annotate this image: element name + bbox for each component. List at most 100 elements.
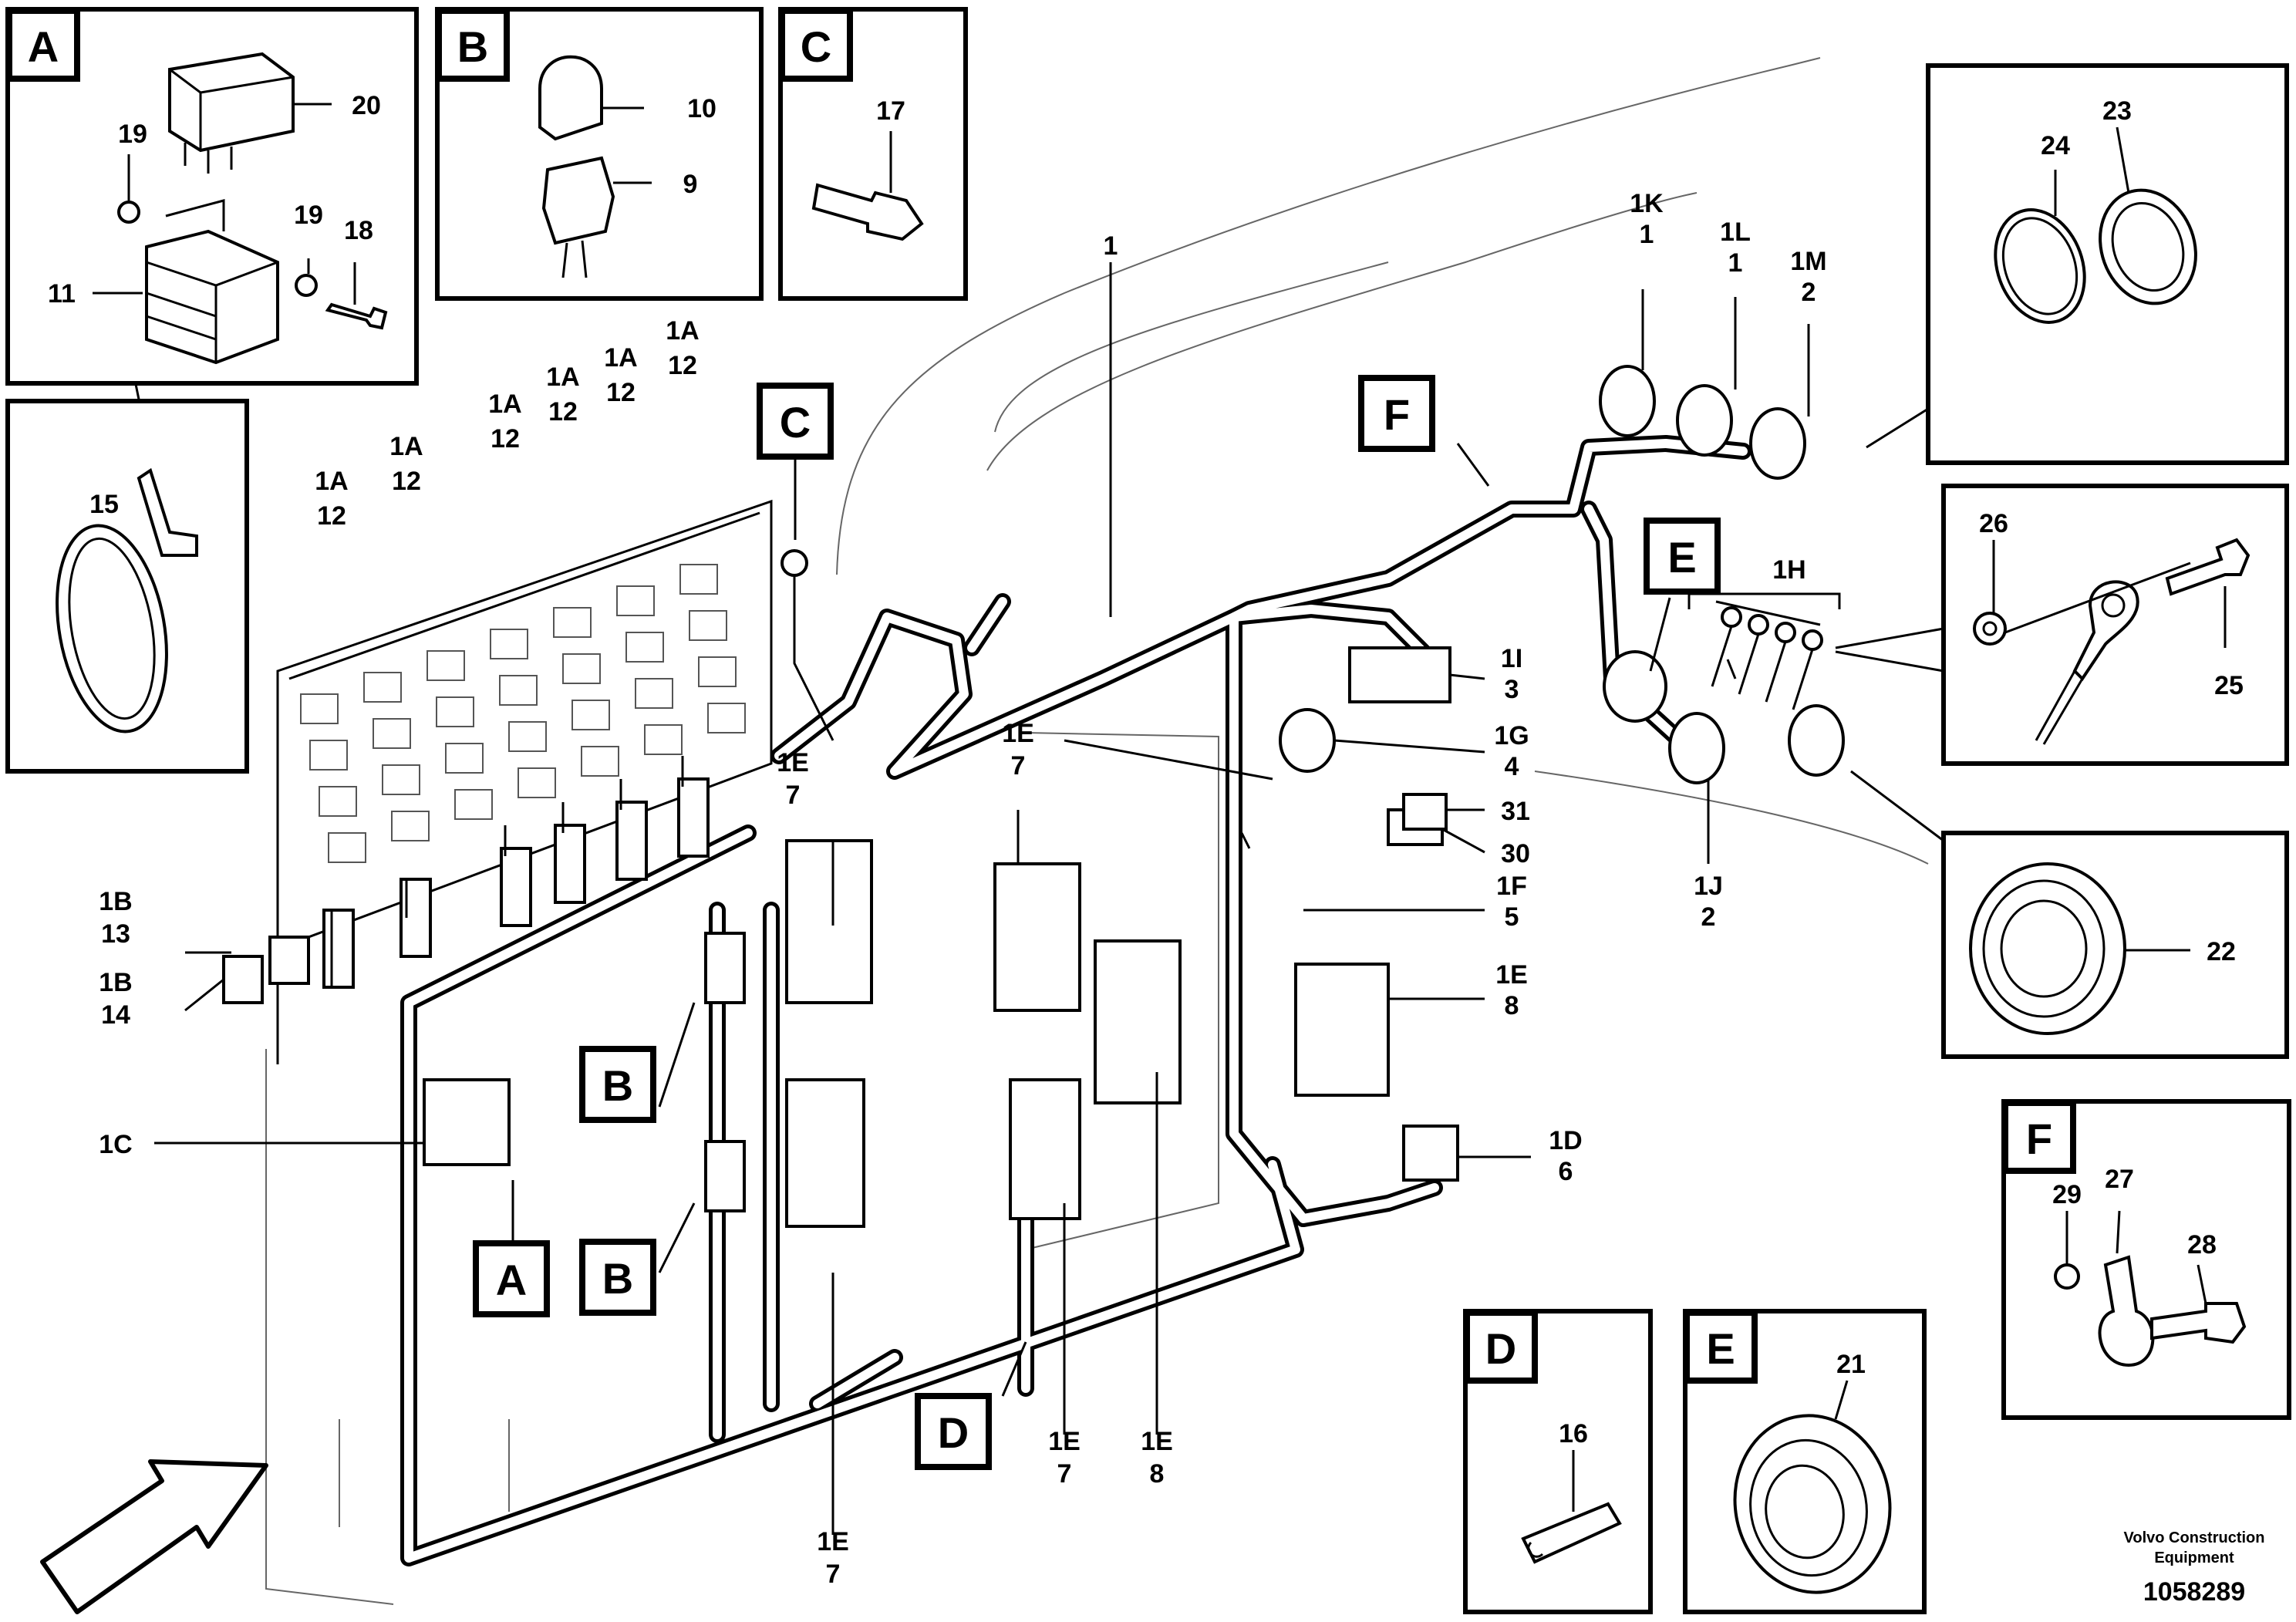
inset-rings-label-23: 23 — [2102, 96, 2132, 126]
fuse-cap-icon — [538, 55, 603, 141]
label-1G-qty: 4 — [1505, 752, 1519, 781]
inset-A-label-19b: 19 — [294, 201, 323, 230]
bolt-icon — [811, 183, 924, 241]
label-30: 30 — [1501, 839, 1530, 868]
label-1L-qty: 1 — [1728, 248, 1743, 278]
connector-1E-7-top — [785, 839, 873, 1004]
connector-1E-7-lower — [785, 1078, 865, 1228]
label-1A-2: 1A — [389, 432, 423, 461]
connector-1I — [1348, 646, 1451, 703]
o-ring-icon — [1994, 208, 2086, 324]
callout-box-F — [1358, 375, 1435, 452]
relay-socket — [571, 700, 610, 730]
washer-icon-29 — [2054, 1263, 2080, 1290]
label-1A-2-qty: 12 — [392, 467, 421, 496]
inset-F-label-29: 29 — [2052, 1180, 2082, 1209]
label-1B-13-qty: 13 — [101, 919, 130, 949]
callout-letter-C: C — [780, 398, 811, 447]
inset-E-label-21: 21 — [1836, 1350, 1866, 1379]
maker-line-2: Equipment — [2154, 1549, 2234, 1566]
connector-1E-7-mid — [993, 862, 1081, 1012]
relay-socket — [373, 718, 411, 749]
relay-socket — [679, 564, 718, 595]
callout-box-B-lower — [579, 1239, 656, 1316]
washer-icon-2 — [295, 274, 318, 297]
relay-socket — [445, 743, 484, 774]
label-1A-4-qty: 12 — [548, 397, 578, 427]
label-1L: 1L — [1720, 218, 1751, 247]
callout-box-D — [915, 1393, 992, 1470]
label-1E-7-low: 1E — [1048, 1427, 1081, 1456]
bolt-icon-28 — [2150, 1302, 2247, 1344]
label-1A-6: 1A — [666, 316, 699, 346]
connector-1E-8-mid — [1094, 939, 1182, 1104]
inset-A-label-18: 18 — [344, 216, 373, 245]
inset-A: A 20 19 19 18 11 — [5, 7, 419, 386]
label-1E-7-bottom-qty: 7 — [826, 1560, 841, 1589]
connector-1A-6 — [677, 777, 710, 858]
cab-outline — [265, 57, 1929, 1605]
inset-B: B 10 9 — [435, 7, 764, 301]
relay-holder-icon — [145, 229, 279, 365]
label-1B-14-qty: 14 — [101, 1000, 130, 1030]
relay-socket — [300, 693, 339, 724]
callout-letter-D: D — [938, 1408, 969, 1457]
connector-1G — [1279, 708, 1336, 773]
label-1E-8-bottom: 1E — [1141, 1427, 1173, 1456]
star-washer-icon — [1973, 612, 2007, 646]
callout-letter-B-lower: B — [602, 1254, 633, 1303]
relay-socket — [490, 629, 528, 659]
callout-letter-F: F — [1384, 390, 1410, 439]
label-1F-qty: 5 — [1505, 902, 1519, 932]
label-1M: 1M — [1790, 247, 1826, 276]
label-1A-4: 1A — [546, 363, 579, 392]
grommet-22-open — [1788, 704, 1845, 777]
inset-D-letter: D — [1485, 1324, 1516, 1373]
grommet-1L — [1676, 384, 1733, 457]
label-1A-5-qty: 12 — [606, 378, 636, 407]
inset-rings-label-24: 24 — [2041, 131, 2070, 160]
label-1E-7-top-qty: 7 — [786, 781, 801, 810]
connector-1B-13 — [222, 955, 264, 1004]
relay-socket — [644, 724, 683, 755]
relay-socket — [616, 585, 655, 616]
label-1: 1 — [1104, 231, 1118, 261]
grommet-E-open — [1603, 650, 1667, 723]
callout-boxes: C F E B B A D — [473, 375, 1721, 1470]
inset-terminal-label-25: 25 — [2214, 671, 2244, 700]
label-1E-7-top: 1E — [777, 748, 809, 777]
inset-E-letter: E — [1706, 1324, 1735, 1373]
relay-socket — [309, 740, 348, 771]
label-1B-14: 1B — [99, 968, 132, 997]
relay-icon — [168, 52, 295, 153]
maker-line-1: Volvo Construction — [2124, 1529, 2265, 1546]
relay-socket — [518, 767, 556, 798]
grommet-icon-21 — [1733, 1414, 1892, 1594]
relay-socket — [328, 832, 366, 863]
inset-F-label-27: 27 — [2105, 1165, 2134, 1194]
relay-socket — [391, 811, 430, 841]
label-1D-qty: 6 — [1559, 1157, 1573, 1186]
label-1F: 1F — [1496, 872, 1527, 901]
relay-socket — [319, 786, 357, 817]
relay-socket — [635, 678, 673, 709]
fuse-holder-icon — [541, 156, 615, 245]
ground-eyelet — [781, 549, 808, 577]
label-1E-7-bottom: 1E — [817, 1527, 849, 1556]
label-1H: 1H — [1772, 555, 1805, 585]
grommet-1K — [1599, 365, 1656, 437]
inset-D-label-16: 16 — [1559, 1419, 1588, 1448]
inset-ring-terminal: 26 25 — [1941, 484, 2289, 766]
washer-icon — [117, 201, 140, 224]
label-1A-1-qty: 12 — [317, 501, 346, 531]
callout-box-E — [1644, 518, 1721, 595]
label-1E-7-low-qty: 7 — [1057, 1459, 1072, 1489]
relay-socket — [426, 650, 465, 681]
item-labels: 1K 1 1L 1 1M 2 1H 1I 3 1G 4 31 30 1F 5 1… — [99, 189, 1826, 1589]
ring-lug-icon — [2072, 580, 2139, 682]
footer: Volvo Construction Equipment 1058289 — [2124, 1529, 2265, 1607]
label-1I-qty: 3 — [1505, 675, 1519, 704]
label-1B-13: 1B — [99, 887, 132, 916]
inset-B-label-9: 9 — [683, 170, 698, 199]
label-1E-7-mid-qty: 7 — [1011, 751, 1026, 781]
